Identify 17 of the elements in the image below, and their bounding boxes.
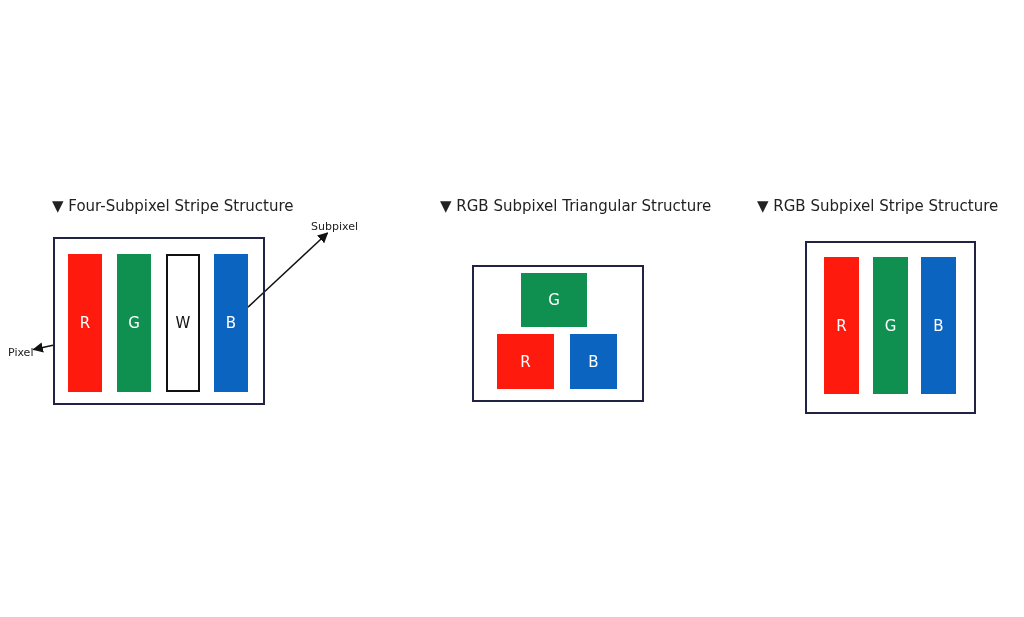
subpixel-bar: R <box>497 334 554 389</box>
subpixel-bar: B <box>921 257 956 394</box>
callout-label: Pixel <box>8 346 34 359</box>
subpixel-bar: G <box>117 254 151 392</box>
subpixel-bar: B <box>570 334 617 389</box>
section-heading: ▼ Four-Subpixel Stripe Structure <box>52 197 294 215</box>
subpixel-bar: W <box>166 254 200 392</box>
subpixel-bar: R <box>68 254 102 392</box>
leader-line <box>247 232 329 308</box>
subpixel-bar: G <box>521 273 587 327</box>
callout-label: Subpixel <box>311 220 358 233</box>
section-heading: ▼ RGB Subpixel Triangular Structure <box>440 197 712 215</box>
subpixel-bar: R <box>824 257 859 394</box>
section-heading: ▼ RGB Subpixel Stripe Structure <box>757 197 999 215</box>
subpixel-bar: B <box>214 254 248 392</box>
leader-line <box>32 342 54 353</box>
subpixel-bar: G <box>873 257 908 394</box>
